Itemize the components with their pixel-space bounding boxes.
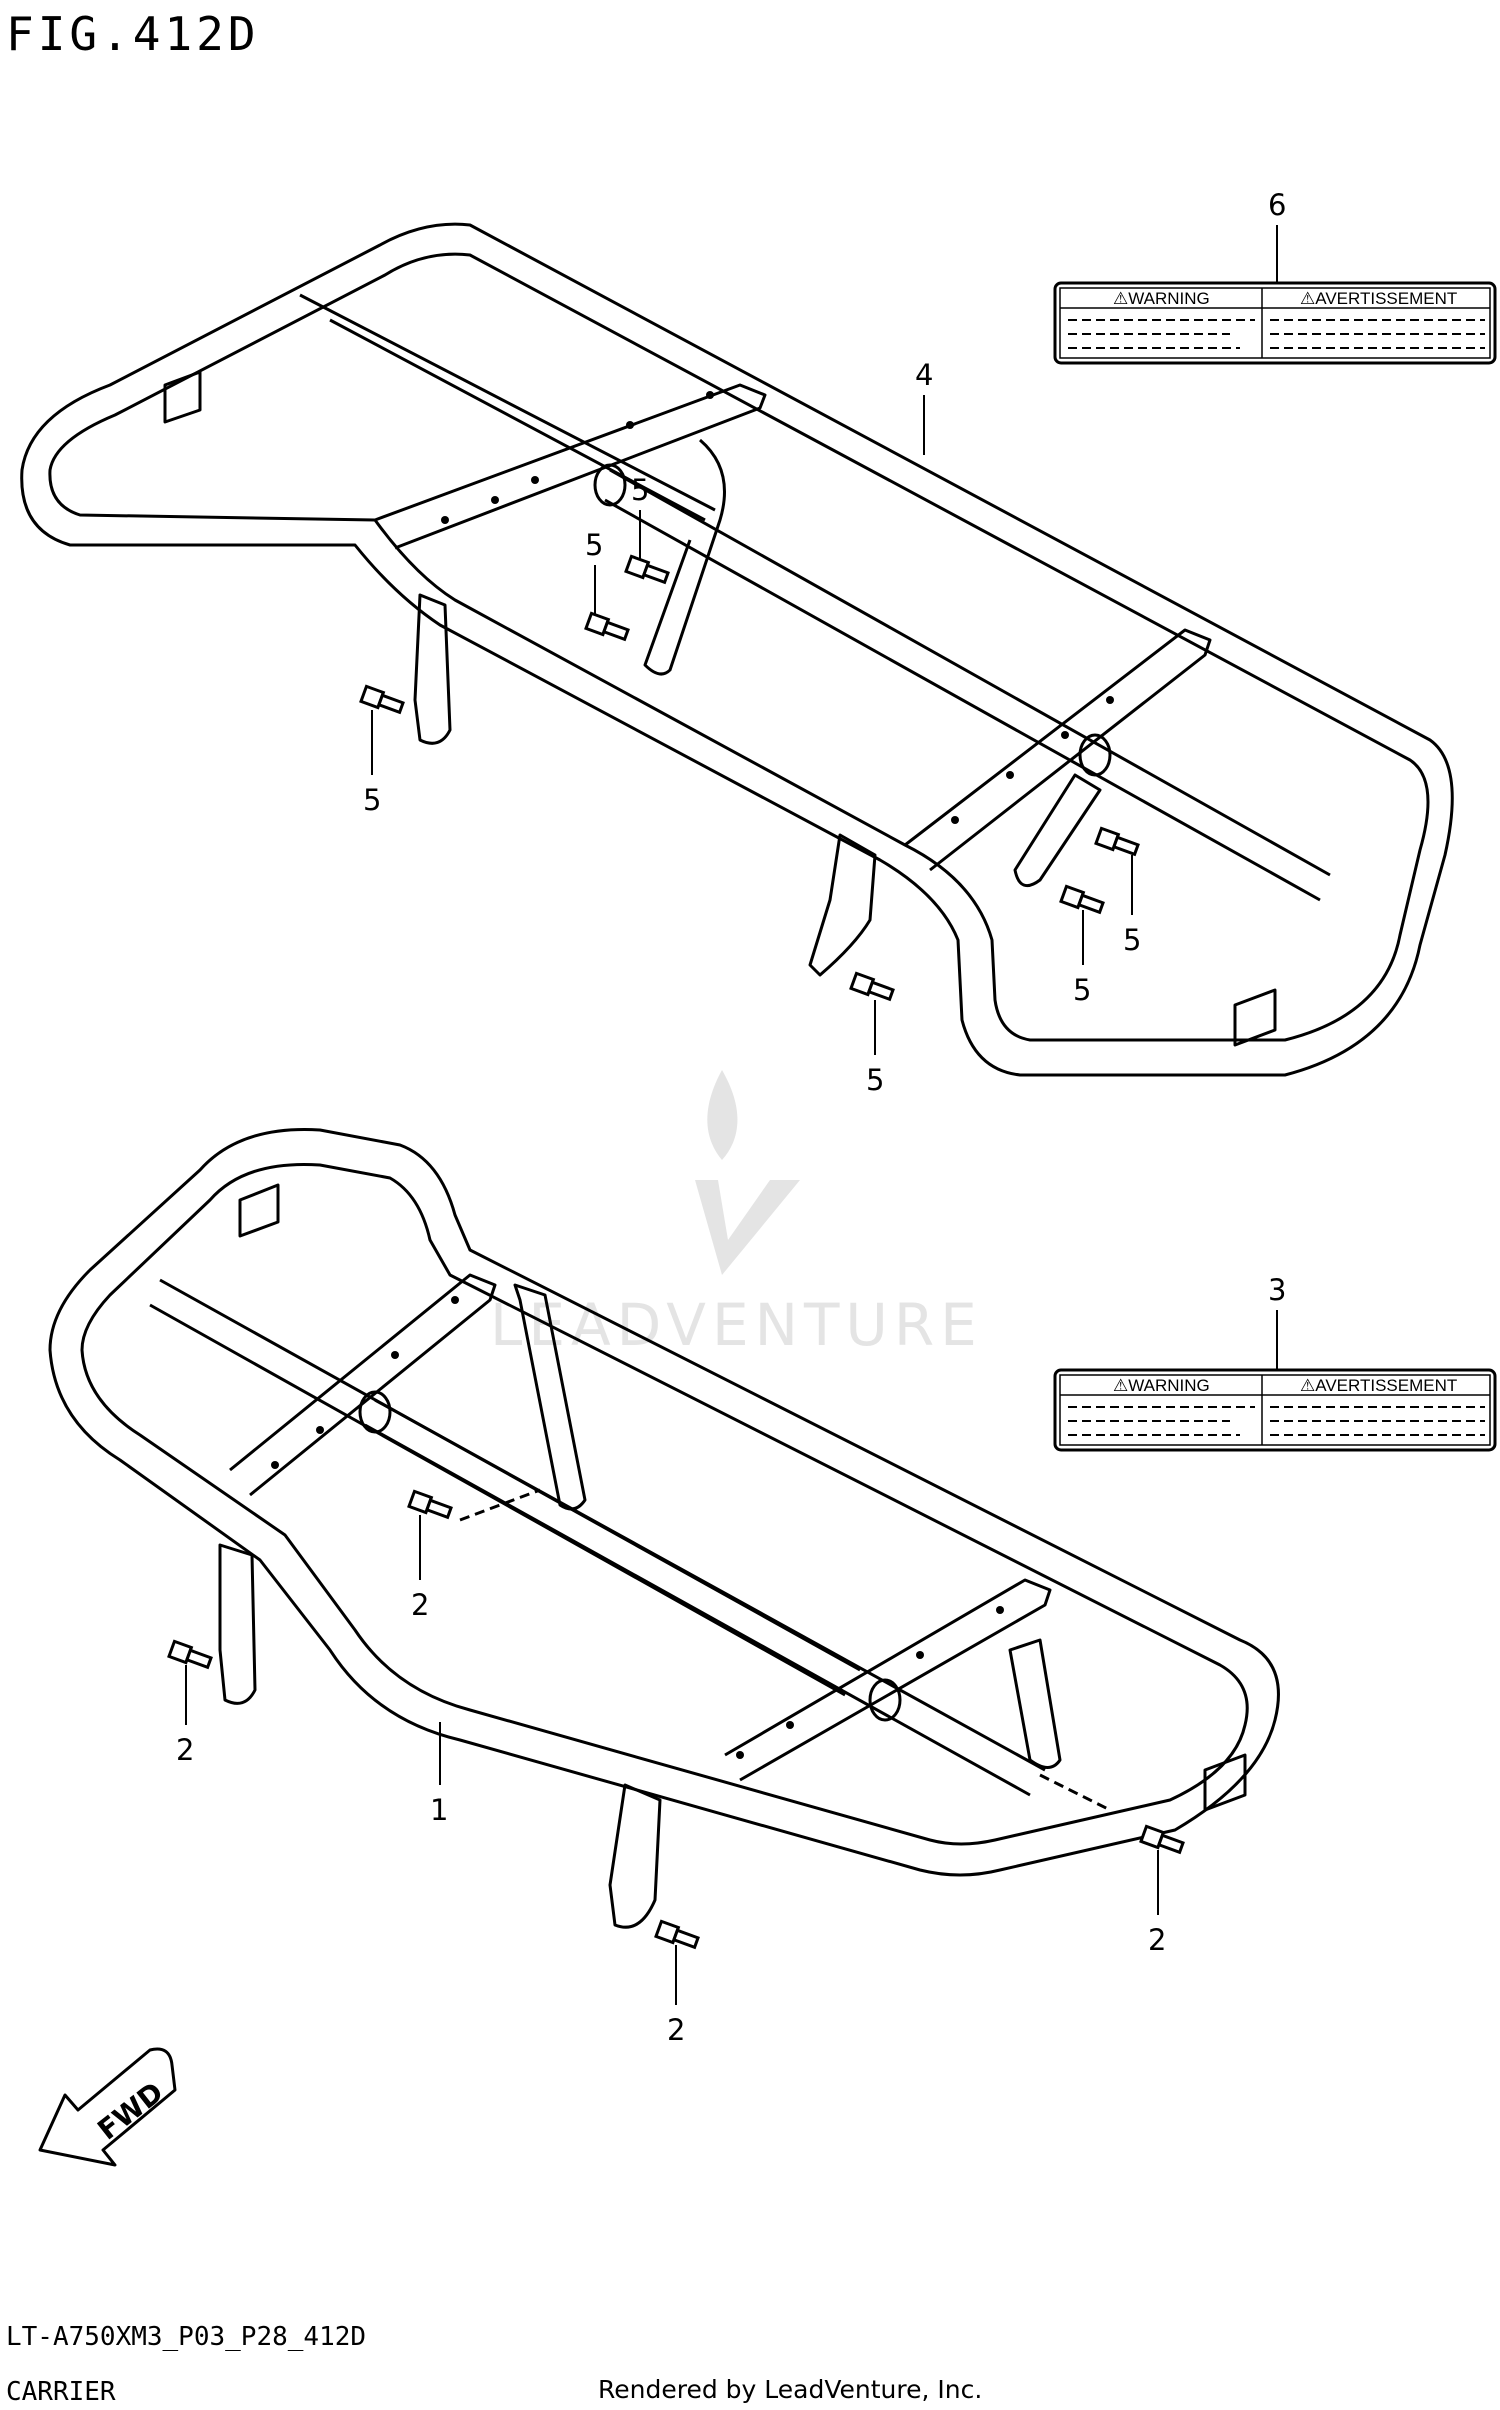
leadventure-watermark: LEADVENTURE [490,1070,983,1359]
bolt-icon[interactable] [1059,884,1105,915]
front-long-bar-lower-2 [364,1423,1031,1797]
callout-2: 2 [411,1588,429,1622]
callout-5: 5 [866,1063,884,1097]
rear-cross-member-right [904,628,1212,872]
avertissement-heading: ⚠AVERTISSEMENT [1300,289,1457,308]
callout-5: 5 [1073,973,1091,1007]
rear-bracket-mid [643,438,726,676]
front-foot-right [1203,1753,1247,1812]
rear-carrier[interactable] [20,222,1454,1077]
front-cross-member-right [724,1578,1052,1782]
bolt-icon[interactable] [407,1489,453,1520]
front-leader-lines [185,1310,1278,2005]
front-long-bar-lower [374,1398,1046,1772]
callout-5: 5 [1123,923,1141,957]
bolt-icon[interactable] [654,1919,700,1950]
front-carrier-inner-tube [80,1162,1249,1846]
front-bracket-center [513,1283,587,1511]
rear-bracket-left [413,593,452,745]
rear-bracket-front [808,833,877,977]
warning-heading: ⚠WARNING [1113,1376,1210,1395]
front-bracket-right [1008,1638,1062,1769]
callout-4: 4 [915,358,933,392]
callout-1: 1 [430,1793,448,1827]
rear-long-bar-upper [299,293,716,512]
section-name: CARRIER [6,2377,116,2407]
watermark-text: LEADVENTURE [490,1291,983,1359]
rear-carrier-inner-tube [48,252,1430,1042]
hidden-line [1039,1773,1111,1812]
rear-bolts[interactable] [359,554,1140,1002]
warning-heading: ⚠WARNING [1113,289,1210,308]
rear-bar-end [593,463,627,507]
callout-2: 2 [667,2013,685,2047]
bolt-icon[interactable] [584,611,630,642]
avertissement-heading: ⚠AVERTISSEMENT [1300,1376,1457,1395]
model-code: LT-A750XM3_P03_P28_412D [6,2322,366,2352]
rear-long-bar-lower-2 [604,498,1321,902]
callout-3: 3 [1268,1273,1286,1307]
fwd-arrow-icon: FWD [38,2047,177,2167]
front-foot-left [238,1183,280,1238]
bolt-icon[interactable] [1094,826,1140,857]
front-bolts[interactable] [167,1489,1185,1950]
front-mount-holes [271,1296,1004,1759]
flame-logo-icon [707,1070,738,1160]
rear-mount-holes [441,391,1114,824]
rear-foot-right [1233,988,1277,1047]
warning-label-front[interactable]: ⚠WARNING ⚠AVERTISSEMENT [1053,1368,1497,1452]
bolt-icon[interactable] [1139,1824,1185,1855]
label-text-lines [1068,319,1485,349]
callout-5: 5 [631,473,649,507]
front-bar-end [358,1390,392,1434]
front-bracket-left [218,1543,257,1705]
callout-6: 6 [1268,188,1286,222]
front-bar-end-2 [868,1678,902,1722]
rear-bracket-right [1013,773,1102,888]
callout-5: 5 [363,783,381,817]
bolt-icon[interactable] [849,971,895,1002]
rear-carrier-outer-tube [20,222,1454,1077]
rear-foot-left [163,370,202,424]
rear-bar-end-2 [1078,733,1112,777]
rear-cross-member-left [374,383,767,550]
callout-5: 5 [585,528,603,562]
bolt-icon[interactable] [167,1639,213,1670]
callout-2: 2 [1148,1923,1166,1957]
rendered-by: Rendered by LeadVenture, Inc. [598,2375,982,2404]
rear-leader-lines [371,225,1278,1055]
front-cross-member-left [229,1273,497,1497]
fig-title: FIG.412D [6,7,260,61]
label-text-lines [1068,1406,1485,1436]
front-bracket-bottom [608,1783,662,1929]
hidden-line [459,1488,541,1522]
rear-long-bar-lower [609,468,1331,877]
front-carrier[interactable] [48,1128,1280,1929]
callout-2: 2 [176,1733,194,1767]
bolt-icon[interactable] [359,684,405,715]
bolt-icon[interactable] [624,554,670,585]
warning-label-rear[interactable]: ⚠WARNING ⚠AVERTISSEMENT [1053,281,1497,365]
v-logo-icon [695,1180,800,1275]
front-carrier-outer-tube [48,1128,1280,1877]
